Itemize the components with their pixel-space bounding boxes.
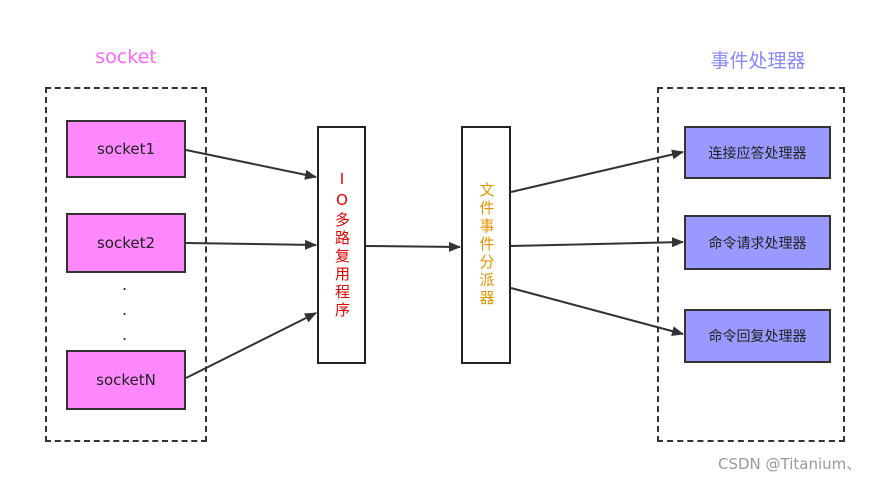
ellipsis-dot-3: . bbox=[122, 325, 128, 344]
arrow-socket1-to-io bbox=[185, 149, 317, 180]
watermark-text: CSDN @Titanium、 bbox=[718, 455, 862, 473]
arrow-dispatcher-to-connect bbox=[510, 149, 684, 193]
socket-group-title: socket bbox=[95, 46, 157, 68]
reply-handler-node: 命令回复处理器 bbox=[684, 309, 831, 363]
handler-group-title: 事件处理器 bbox=[710, 50, 806, 72]
io-multiplexer-label: IO多路复用程序 bbox=[333, 170, 351, 320]
socketN-node: socketN bbox=[66, 350, 186, 410]
ellipsis-dot-2: . bbox=[122, 300, 128, 319]
dispatcher-label: 文件事件分派器 bbox=[477, 182, 496, 308]
socket1-node: socket1 bbox=[66, 120, 186, 178]
request-handler-node: 命令请求处理器 bbox=[684, 215, 831, 270]
arrow-socketN-to-io bbox=[185, 312, 317, 379]
handler-group-frame bbox=[657, 87, 845, 442]
socket2-node: socket2 bbox=[66, 213, 186, 273]
arrow-io-to-dispatcher bbox=[365, 241, 461, 252]
socket-group-frame bbox=[45, 87, 207, 442]
ellipsis-dot-1: . bbox=[122, 275, 128, 294]
io-multiplexer-node: IO多路复用程序 bbox=[317, 126, 366, 364]
arrow-dispatcher-to-request bbox=[510, 237, 684, 248]
dispatcher-node: 文件事件分派器 bbox=[461, 126, 511, 364]
connect-handler-node: 连接应答处理器 bbox=[684, 126, 831, 179]
arrow-dispatcher-to-reply bbox=[510, 287, 684, 336]
arrow-socket2-to-io bbox=[185, 239, 317, 250]
